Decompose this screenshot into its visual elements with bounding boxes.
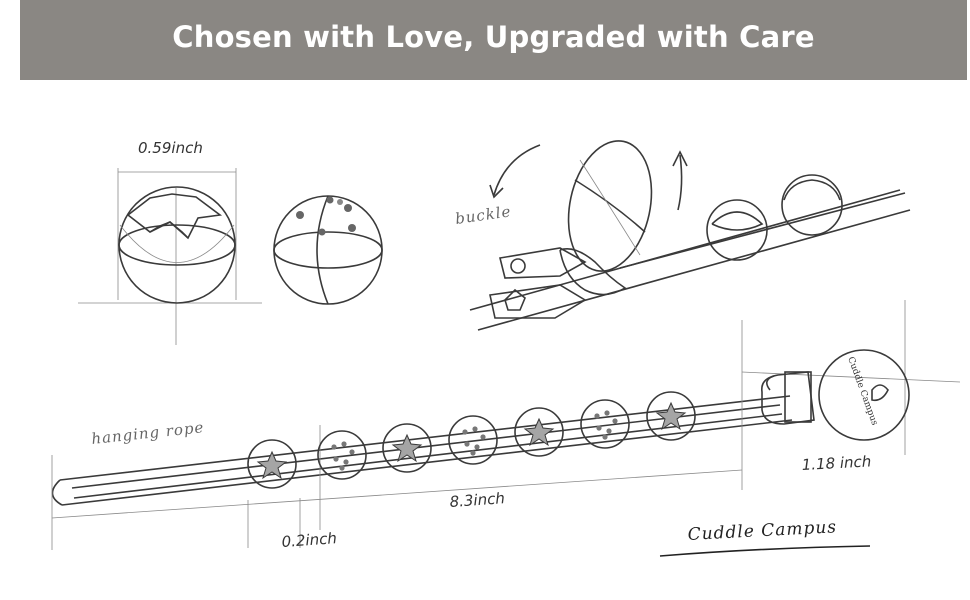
banner-title: Chosen with Love, Upgraded with Care: [172, 20, 815, 54]
clip-imprint-text: Cuddle Campus: [845, 356, 879, 428]
buckle-label: buckle: [454, 202, 512, 228]
buckle-sketch: [469, 140, 911, 331]
header-banner: Chosen with Love, Upgraded with Care: [20, 0, 967, 80]
rope-thickness-label: 0.2inch: [281, 529, 337, 551]
dotted-bead-sketch: [273, 195, 383, 305]
hanging-rope-label: hanging rope: [91, 418, 206, 448]
clip-size-label: 1.18 inch: [801, 452, 871, 474]
signature-underline: [659, 545, 871, 557]
star-bead-sketch: [78, 168, 262, 345]
bead-diameter-label: 0.59inch: [138, 139, 203, 157]
brand-signature: Cuddle Campus: [687, 517, 837, 545]
rope-length-label: 8.3inch: [449, 489, 505, 511]
